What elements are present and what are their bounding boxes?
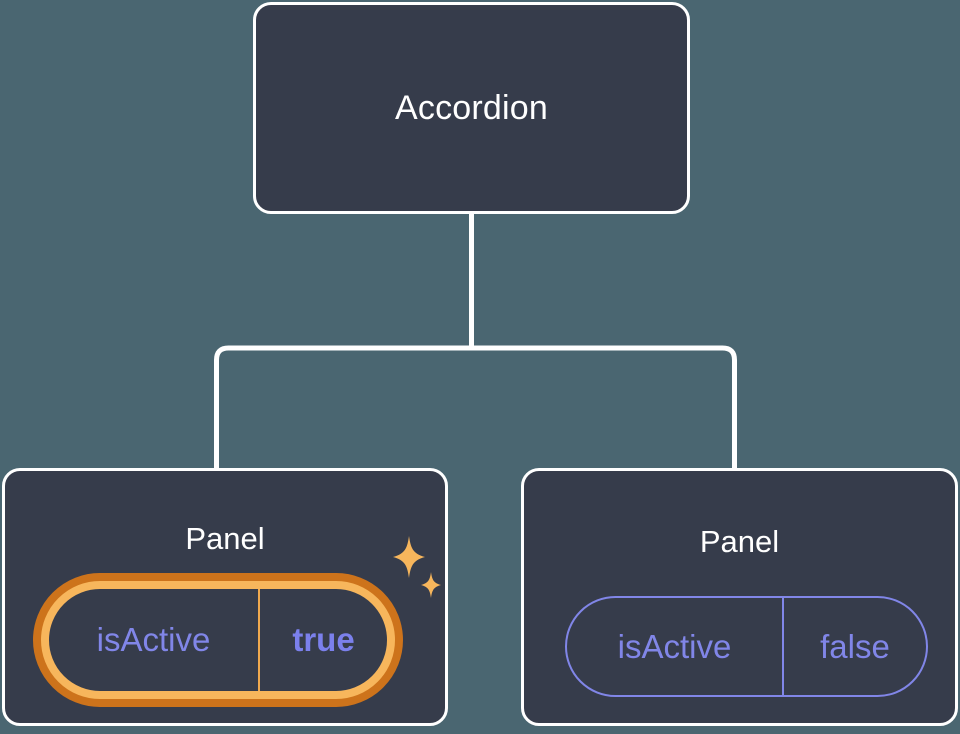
- prop-key-left: isActive: [96, 621, 211, 658]
- prop-pill-isactive-true[interactable]: isActive true: [33, 573, 403, 707]
- edge-branch-bar: [214, 345, 737, 468]
- prop-pill-isactive-false[interactable]: isActive false: [565, 596, 928, 697]
- prop-value-left: true: [292, 621, 355, 658]
- node-accordion[interactable]: Accordion: [253, 2, 690, 214]
- node-panel-left-label: Panel: [185, 521, 265, 556]
- node-panel-right-label: Panel: [699, 524, 780, 559]
- prop-pill-highlight-glow: [33, 573, 403, 707]
- prop-pill-highlight-ring: isActive true: [41, 581, 395, 699]
- node-accordion-label: Accordion: [395, 88, 548, 127]
- prop-key-right: isActive: [617, 627, 732, 665]
- prop-divider-right: [782, 598, 784, 695]
- prop-value-right: false: [820, 627, 890, 665]
- node-panel-right[interactable]: Panel isActive false: [521, 468, 958, 726]
- prop-divider-left: [258, 589, 260, 691]
